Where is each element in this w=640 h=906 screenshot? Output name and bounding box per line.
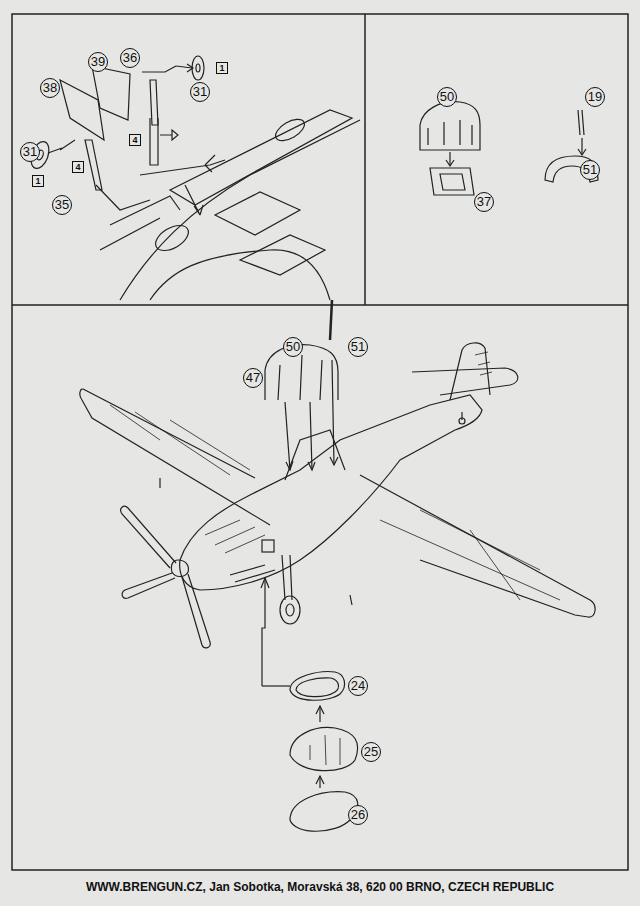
step-box-number: 4: [72, 161, 84, 173]
step-box-number: 1: [32, 175, 44, 187]
callout-number: 38: [40, 78, 60, 98]
step-box-number: 4: [129, 134, 141, 146]
callout-number: 51: [348, 337, 368, 357]
callout-number: 19: [585, 87, 605, 107]
callout-number: 51: [580, 160, 600, 180]
callout-number: 31: [20, 142, 40, 162]
callout-number: 36: [120, 48, 140, 68]
callout-number: 47: [243, 368, 263, 388]
callout-number: 24: [348, 676, 368, 696]
callout-number: 39: [88, 52, 108, 72]
callout-number: 25: [361, 742, 381, 762]
callout-number: 31: [190, 82, 210, 102]
callout-number: 35: [52, 195, 72, 215]
callout-number: 50: [437, 87, 457, 107]
step-box-number: 1: [216, 62, 228, 74]
footer-address: WWW.BRENGUN.CZ, Jan Sobotka, Moravská 38…: [0, 880, 640, 894]
callout-number: 26: [348, 805, 368, 825]
callout-number: 50: [283, 337, 303, 357]
callout-number: 37: [474, 192, 494, 212]
